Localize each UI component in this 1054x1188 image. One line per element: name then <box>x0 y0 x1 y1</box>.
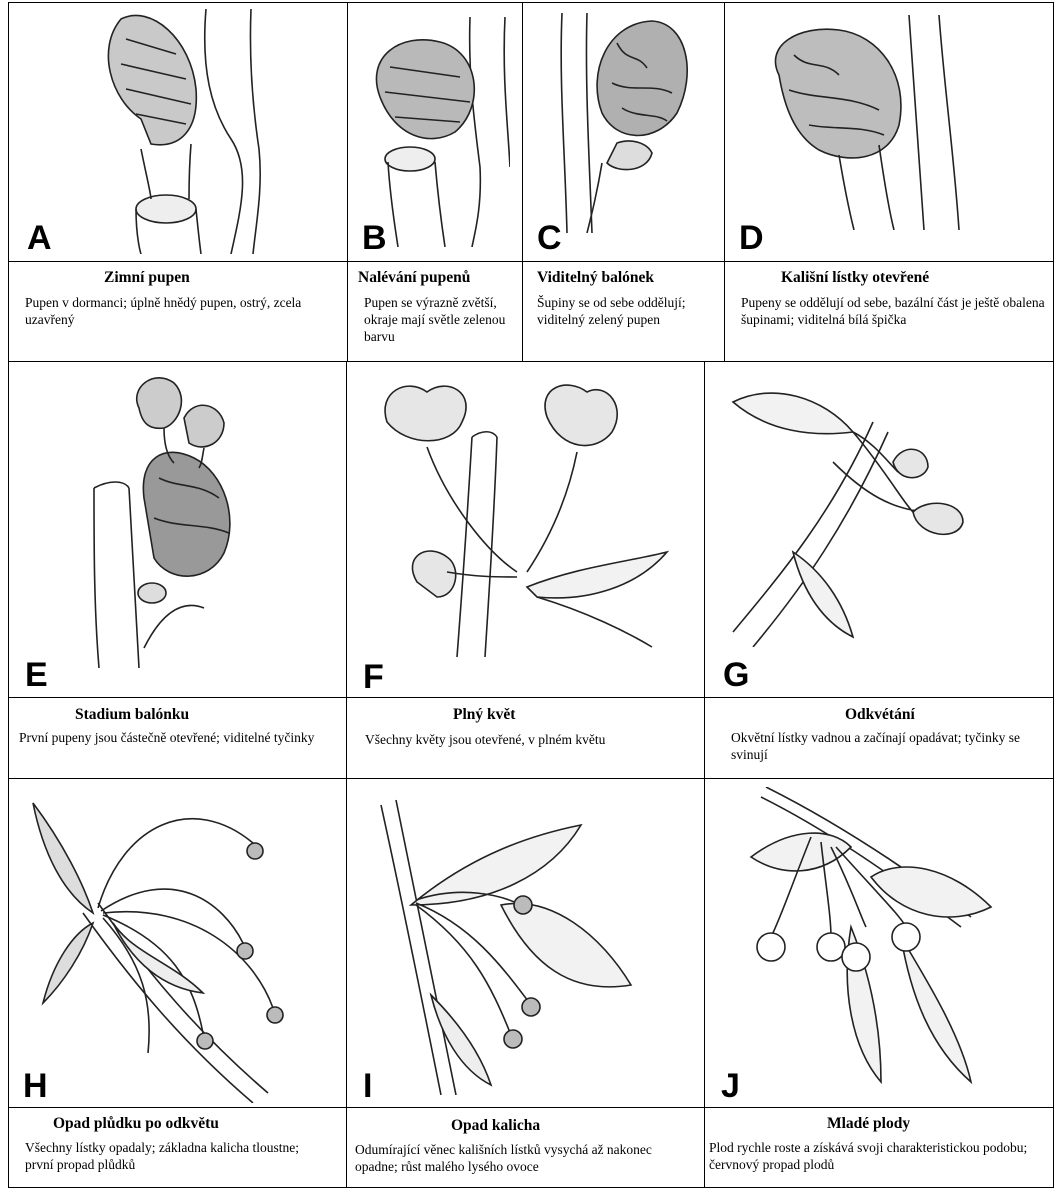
stage-description: Pupen v dormanci; úplně hnědý pupen, ost… <box>25 294 325 328</box>
stage-title: Stadium balónku <box>75 706 189 724</box>
stage-letter: J <box>721 1069 740 1103</box>
stage-cell-e: E Stadium balónku První pupeny jsou část… <box>8 361 347 779</box>
divider <box>523 261 724 262</box>
stage-description: Šupiny se od sebe oddělují; viditelný ze… <box>537 294 721 328</box>
divider <box>9 261 347 262</box>
stage-cell-i: I Opad kalicha Odumírající věnec kališní… <box>346 778 705 1188</box>
stage-cell-c: C Viditelný balónek Šupiny se od sebe od… <box>522 2 725 362</box>
stage-title: Plný květ <box>453 706 515 724</box>
stage-letter: H <box>23 1069 48 1103</box>
stage-letter: D <box>739 221 764 255</box>
divider <box>347 1107 704 1108</box>
stage-cell-h: H Opad plůdku po odkvětu Všechny lístky … <box>8 778 347 1188</box>
stage-cell-a: A Zimní pupen Pupen v dormanci; úplně hn… <box>8 2 348 362</box>
stage-title: Kališní lístky otevřené <box>781 269 929 287</box>
divider <box>705 697 1053 698</box>
stage-title: Mladé plody <box>827 1115 910 1133</box>
stage-title: Zimní pupen <box>104 269 190 287</box>
stage-letter: F <box>363 660 384 694</box>
divider <box>9 1107 346 1108</box>
stage-letter: E <box>25 658 48 692</box>
divider <box>705 1107 1053 1108</box>
divider <box>725 261 1053 262</box>
stage-description: Odumírající věnec kališních lístků vysyc… <box>355 1141 685 1175</box>
stage-letter: A <box>27 221 52 255</box>
stage-title: Nalévání pupenů <box>358 269 470 287</box>
stage-cell-j: J Mladé plody Plod rychle roste a získáv… <box>704 778 1054 1188</box>
stage-letter: C <box>537 221 562 255</box>
divider <box>347 697 704 698</box>
stage-description: Okvětní lístky vadnou a začínají opadáva… <box>731 729 1043 763</box>
stage-title: Opad plůdku po odkvětu <box>53 1115 219 1133</box>
stage-title: Opad kalicha <box>451 1117 540 1135</box>
stage-description: Všechny lístky opadaly; základna kalicha… <box>25 1139 325 1173</box>
stage-description: Plod rychle roste a získává svoji charak… <box>709 1139 1053 1173</box>
stage-letter: B <box>362 221 387 255</box>
stage-description: První pupeny jsou částečně otevřené; vid… <box>19 729 319 746</box>
stage-cell-f: F Plný květ Všechny květy jsou otevřené,… <box>346 361 705 779</box>
stage-cell-d: D Kališní lístky otevřené Pupeny se oddě… <box>724 2 1054 362</box>
stage-title: Viditelný balónek <box>537 269 654 287</box>
stage-letter: I <box>363 1069 372 1103</box>
divider <box>348 261 522 262</box>
stage-description: Všechny květy jsou otevřené, v plném kvě… <box>365 731 695 748</box>
stage-cell-b: B Nalévání pupenů Pupen se výrazně zvětš… <box>347 2 523 362</box>
stage-letter: G <box>723 658 749 692</box>
divider <box>9 697 346 698</box>
stage-description: Pupen se výrazně zvětší, okraje mají svě… <box>364 294 516 345</box>
stage-description: Pupeny se oddělují od sebe, bazální část… <box>741 294 1053 328</box>
stage-cell-g: G Odkvétání Okvětní lístky vadnou a začí… <box>704 361 1054 779</box>
stage-title: Odkvétání <box>845 706 915 724</box>
